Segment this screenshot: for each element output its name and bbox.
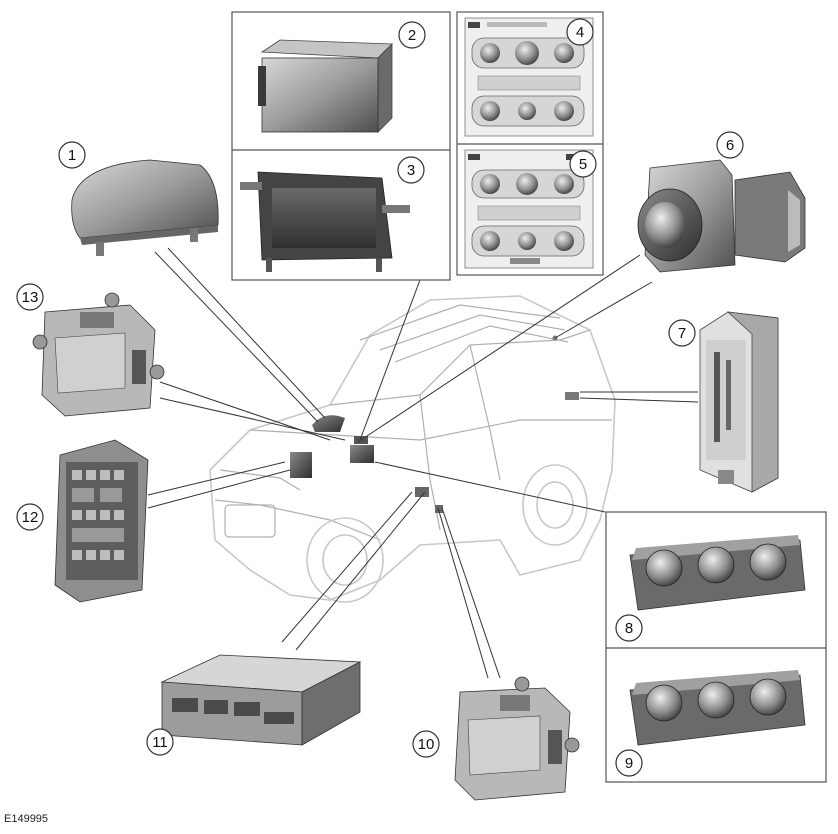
callout-9-label: 9 bbox=[625, 755, 633, 772]
component-8-climate-control-panel bbox=[629, 535, 806, 611]
callout-12-label: 12 bbox=[22, 509, 39, 526]
callout-3-label: 3 bbox=[407, 162, 415, 179]
component-3-touch-screen bbox=[240, 171, 410, 272]
callout-11-label: 11 bbox=[152, 734, 168, 751]
display-units-frame bbox=[231, 11, 451, 281]
callout-3: 3 bbox=[397, 156, 425, 184]
callout-10-circle bbox=[412, 730, 440, 758]
callout-4-circle bbox=[566, 18, 594, 46]
callout-7-circle bbox=[668, 319, 696, 347]
callout-10-label: 10 bbox=[418, 736, 435, 753]
component-6-camera bbox=[637, 159, 806, 273]
callout-2-label: 2 bbox=[408, 27, 416, 44]
callout-8: 8 bbox=[615, 614, 643, 642]
callout-10: 10 bbox=[412, 730, 440, 758]
vehicle-component-markers bbox=[290, 335, 579, 513]
callout-6-circle bbox=[716, 131, 744, 159]
component-12-fuse-box bbox=[54, 439, 149, 603]
vehicle-outline bbox=[209, 295, 616, 603]
callout-1: 1 bbox=[58, 141, 86, 169]
component-2-display-module bbox=[258, 39, 393, 133]
callout-2: 2 bbox=[398, 21, 426, 49]
callout-5: 5 bbox=[569, 150, 597, 178]
callout-11-circle bbox=[146, 728, 174, 756]
callout-13: 13 bbox=[16, 283, 44, 311]
callout-4-label: 4 bbox=[576, 24, 584, 41]
callout-6: 6 bbox=[716, 131, 744, 159]
callout-13-label: 13 bbox=[22, 289, 39, 306]
component-1-instrument-cluster bbox=[71, 159, 219, 256]
callout-5-label: 5 bbox=[579, 156, 587, 173]
figure-reference-code: E149995 bbox=[4, 813, 48, 825]
marker-module-11 bbox=[415, 487, 429, 497]
callout-6-label: 6 bbox=[726, 137, 734, 154]
component-10-control-module bbox=[454, 676, 580, 801]
callout-2-circle bbox=[398, 21, 426, 49]
callout-3-circle bbox=[397, 156, 425, 184]
callout-1-circle bbox=[58, 141, 86, 169]
marker-module-10 bbox=[435, 505, 443, 513]
marker-instrument-cluster bbox=[312, 415, 345, 432]
component-13-control-module bbox=[32, 292, 165, 417]
component-11-control-module bbox=[160, 654, 362, 746]
callout-5-circle bbox=[569, 150, 597, 178]
marker-display bbox=[350, 445, 374, 463]
component-9-climate-control-panel bbox=[629, 670, 806, 746]
callout-12: 12 bbox=[16, 503, 44, 531]
callout-9: 9 bbox=[615, 749, 643, 777]
callout-1-label: 1 bbox=[68, 147, 76, 164]
callout-13-circle bbox=[16, 283, 44, 311]
callout-11: 11 bbox=[146, 728, 174, 756]
climate-panels-frame bbox=[605, 511, 827, 783]
callout-4: 4 bbox=[566, 18, 594, 46]
callout-7: 7 bbox=[668, 319, 696, 347]
callout-7-label: 7 bbox=[678, 325, 686, 342]
component-4-audio-control-panel bbox=[464, 17, 594, 137]
marker-module-7 bbox=[565, 392, 579, 400]
leader-lines bbox=[147, 247, 699, 679]
component-7-control-module bbox=[699, 311, 779, 493]
callout-8-label: 8 bbox=[625, 620, 633, 637]
callout-9-circle bbox=[615, 749, 643, 777]
callout-12-circle bbox=[16, 503, 44, 531]
callout-8-circle bbox=[615, 614, 643, 642]
marker-fuse-box bbox=[290, 452, 312, 478]
